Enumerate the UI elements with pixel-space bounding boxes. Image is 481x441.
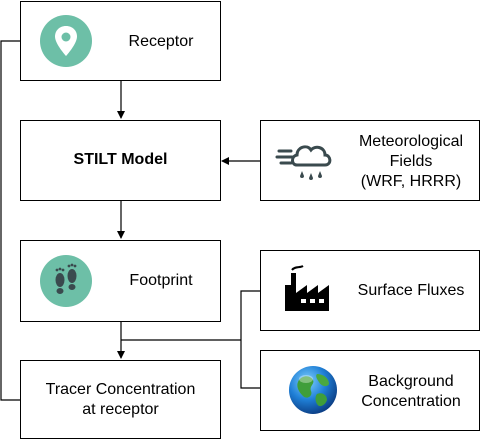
stilt-model-box: STILT Model [20,120,221,201]
footprint-box: Footprint [20,240,221,322]
location-pin-icon [40,15,92,67]
tracer-line1: Tracer Concentration [45,381,196,398]
met-fields-line3: (WRF, HRRR) [360,173,462,190]
receptor-box: Receptor [20,1,221,81]
met-fields-line2: Fields [389,153,433,170]
met-fields-box: Meteorological Fields (WRF, HRRR) [260,120,480,201]
line-receptor-tracer [0,40,20,401]
globe-icon [289,366,337,414]
factory-icon [285,265,329,311]
background-line2: Concentration [361,393,461,410]
footprint-label: Footprint [129,272,193,289]
tracer-box: Tracer Concentration at receptor [20,360,221,439]
surface-fluxes-box: Surface Fluxes [260,250,480,331]
footprints-icon [40,255,92,307]
receptor-label: Receptor [128,33,194,50]
line-surface-fluxes [240,290,260,389]
met-fields-line1: Meteorological [358,133,464,150]
background-box: Background Concentration [260,350,480,431]
surface-fluxes-label: Surface Fluxes [357,282,465,299]
stilt-model-label: STILT Model [73,151,168,168]
rain-cloud-icon [275,145,332,180]
background-line1: Background [368,373,454,390]
tracer-line2: at receptor [82,401,159,418]
